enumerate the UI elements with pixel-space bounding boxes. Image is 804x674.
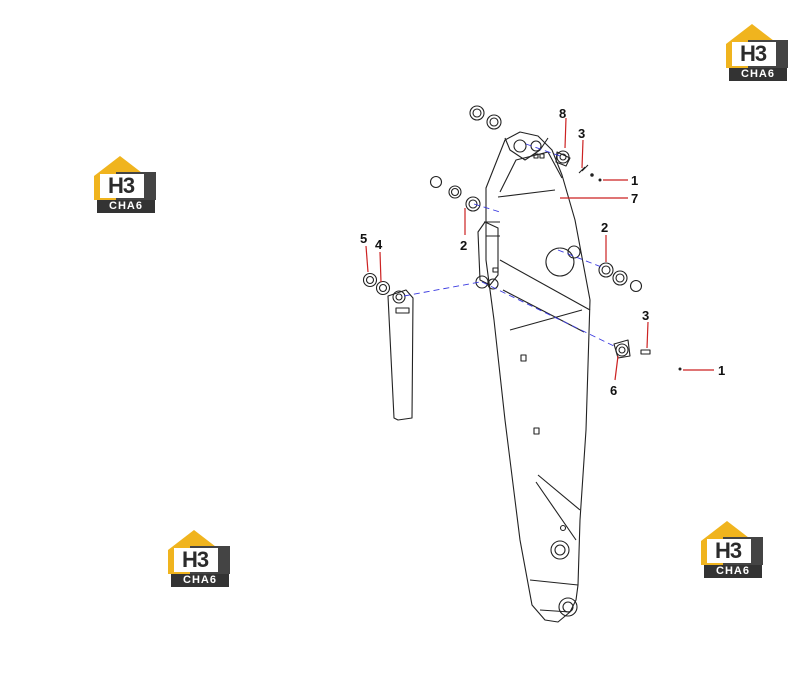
- assembly-centerlines: [403, 143, 617, 348]
- washer-group: [598, 262, 643, 293]
- cylinder-bracket: [475, 221, 499, 290]
- watermark-logo: H3 CHA6: [701, 521, 763, 579]
- pin-8: [555, 150, 571, 167]
- logo-bar-text: CHA6: [171, 574, 229, 587]
- washer: [465, 196, 481, 212]
- washer: [362, 272, 378, 288]
- house-icon: [726, 24, 788, 68]
- callout-5: 5: [360, 231, 367, 246]
- logo-text: H3: [108, 173, 135, 198]
- house-icon: [701, 521, 763, 565]
- cylinder-rod: [387, 289, 414, 421]
- watermark-logo: H3 CHA6: [94, 156, 156, 214]
- logo-text: H3: [715, 538, 742, 563]
- callout-6: 6: [610, 383, 617, 398]
- house-icon: [168, 530, 230, 574]
- pin-6: [613, 339, 631, 359]
- washer: [375, 280, 391, 296]
- callout-4: 4: [375, 237, 383, 252]
- ring: [429, 175, 443, 189]
- house-icon: [94, 156, 156, 200]
- bolt: [640, 349, 651, 355]
- washer: [448, 185, 462, 199]
- callout-1: 1: [631, 173, 638, 188]
- watermark-logo: H3 CHA6: [168, 530, 230, 588]
- logo-bar-text: CHA6: [704, 565, 762, 578]
- callout-2: 2: [601, 220, 608, 235]
- callout-2: 2: [460, 238, 467, 253]
- callout-3: 3: [578, 126, 585, 141]
- logo-text: H3: [740, 41, 767, 66]
- callout-labels: 8 3 1 7 2 2 5 4 3 6 1: [360, 106, 725, 398]
- callout-1: 1: [718, 363, 725, 378]
- washer: [469, 105, 485, 121]
- callout-7: 7: [631, 191, 638, 206]
- callout-3: 3: [642, 308, 649, 323]
- watermark-logo: H3 CHA6: [726, 24, 788, 82]
- logo-bar-text: CHA6: [729, 68, 787, 81]
- logo-text: H3: [182, 547, 209, 572]
- top-clevis: [504, 137, 549, 161]
- bolt: [578, 164, 589, 174]
- logo-bar-text: CHA6: [97, 200, 155, 213]
- callout-8: 8: [559, 106, 566, 121]
- leader-lines: [365, 117, 714, 381]
- washer: [486, 114, 502, 130]
- arm-body: [484, 131, 591, 623]
